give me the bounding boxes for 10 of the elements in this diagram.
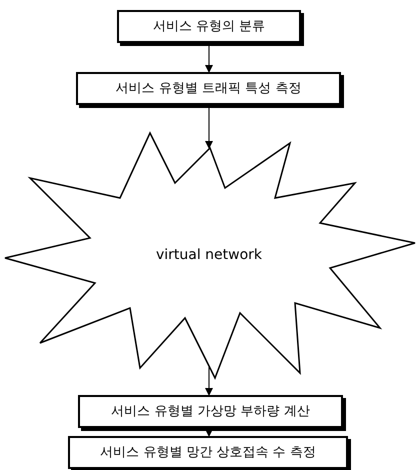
arrow bbox=[205, 366, 213, 396]
process-box bbox=[76, 72, 341, 105]
process-box bbox=[78, 395, 343, 428]
node-label: virtual network bbox=[156, 246, 262, 265]
node-label: 서비스 유형별 망간 상호접속 수 측정 bbox=[100, 444, 316, 462]
node-label: 서비스 유형별 트래픽 특성 측정 bbox=[116, 80, 302, 98]
process-box bbox=[68, 436, 348, 469]
process-box bbox=[117, 10, 301, 43]
node-label: 서비스 유형별 가상망 부하량 계산 bbox=[111, 402, 310, 421]
node-label: 서비스 유형의 분류 bbox=[152, 18, 266, 36]
